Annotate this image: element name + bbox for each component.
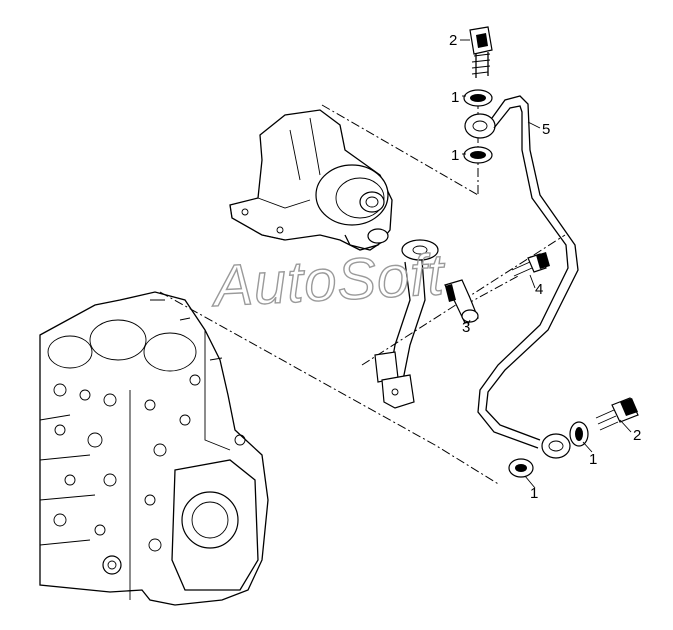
callout-clip: 3	[462, 319, 470, 336]
engine-block	[39, 291, 269, 606]
clip-part	[444, 279, 479, 324]
top-washer-lower	[463, 146, 493, 164]
top-banjo-bolt	[469, 26, 493, 78]
callout-top-washer-upper: 1	[451, 89, 459, 106]
bottom-banjo-fitting	[541, 433, 571, 459]
small-bolt-part	[511, 252, 550, 277]
callout-bottom-washer-left: 1	[530, 485, 538, 502]
bracket-tube	[374, 239, 439, 409]
callout-bottom-bolt: 2	[633, 427, 641, 444]
bottom-washer-left	[508, 458, 534, 478]
bottom-banjo-bolt	[595, 397, 639, 431]
top-banjo-fitting	[464, 113, 496, 139]
connection-line-engine	[159, 291, 501, 486]
callout-pipe: 5	[542, 121, 550, 138]
callout-small-bolt: 4	[535, 281, 543, 298]
callout-bottom-washer-right: 1	[589, 451, 597, 468]
connection-line-clip	[464, 274, 521, 306]
callout-top-bolt: 2	[449, 32, 457, 49]
oil-pipe	[477, 95, 579, 449]
bottom-washer-right	[569, 421, 589, 447]
leader-lines	[460, 39, 632, 489]
turbocharger	[229, 109, 393, 251]
watermark-logo: AutoSoft	[209, 242, 447, 319]
callout-top-washer-lower: 1	[451, 147, 459, 164]
top-washer-upper	[463, 89, 493, 107]
